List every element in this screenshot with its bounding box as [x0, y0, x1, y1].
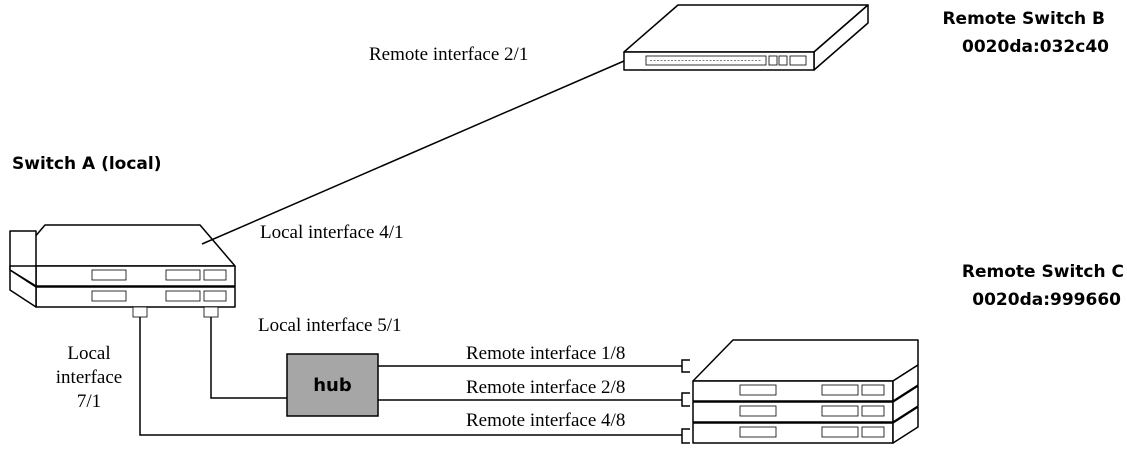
label-remote-c-2-8: Remote interface 2/8 — [466, 377, 625, 398]
hub-label: hub — [313, 375, 352, 396]
links — [139, 60, 690, 444]
hub-box — [286, 353, 379, 417]
hub: hub — [286, 353, 379, 417]
link-a-to-b — [201, 60, 625, 245]
remote-switch-b-title: Remote Switch B — [942, 9, 1105, 29]
remote-switch-b-mac: 0020da:032c40 — [962, 37, 1109, 57]
switch-a-title: Switch A (local) — [12, 154, 162, 174]
switch-a-device — [9, 224, 236, 318]
link-a-to-hub — [210, 317, 287, 399]
label-local-7-1-line3: 7/1 — [77, 391, 101, 412]
label-remote-c-4-8: Remote interface 4/8 — [466, 410, 625, 431]
label-remote-b-2-1: Remote interface 2/1 — [369, 44, 528, 65]
label-local-7-1-line2: interface — [56, 367, 122, 388]
label-local-5-1: Local interface 5/1 — [258, 315, 401, 336]
remote-switch-c-title: Remote Switch C — [962, 262, 1124, 282]
link-a-7-1-to-c-4-8 — [139, 317, 682, 436]
remote-switch-c-device — [692, 339, 919, 444]
label-local-7-1-line1: Local — [67, 343, 110, 364]
label-remote-c-1-8: Remote interface 1/8 — [466, 343, 625, 364]
remote-switch-b-device — [623, 4, 869, 71]
label-local-4-1: Local interface 4/1 — [260, 222, 403, 243]
remote-switch-c-mac: 0020da:999660 — [972, 290, 1121, 310]
